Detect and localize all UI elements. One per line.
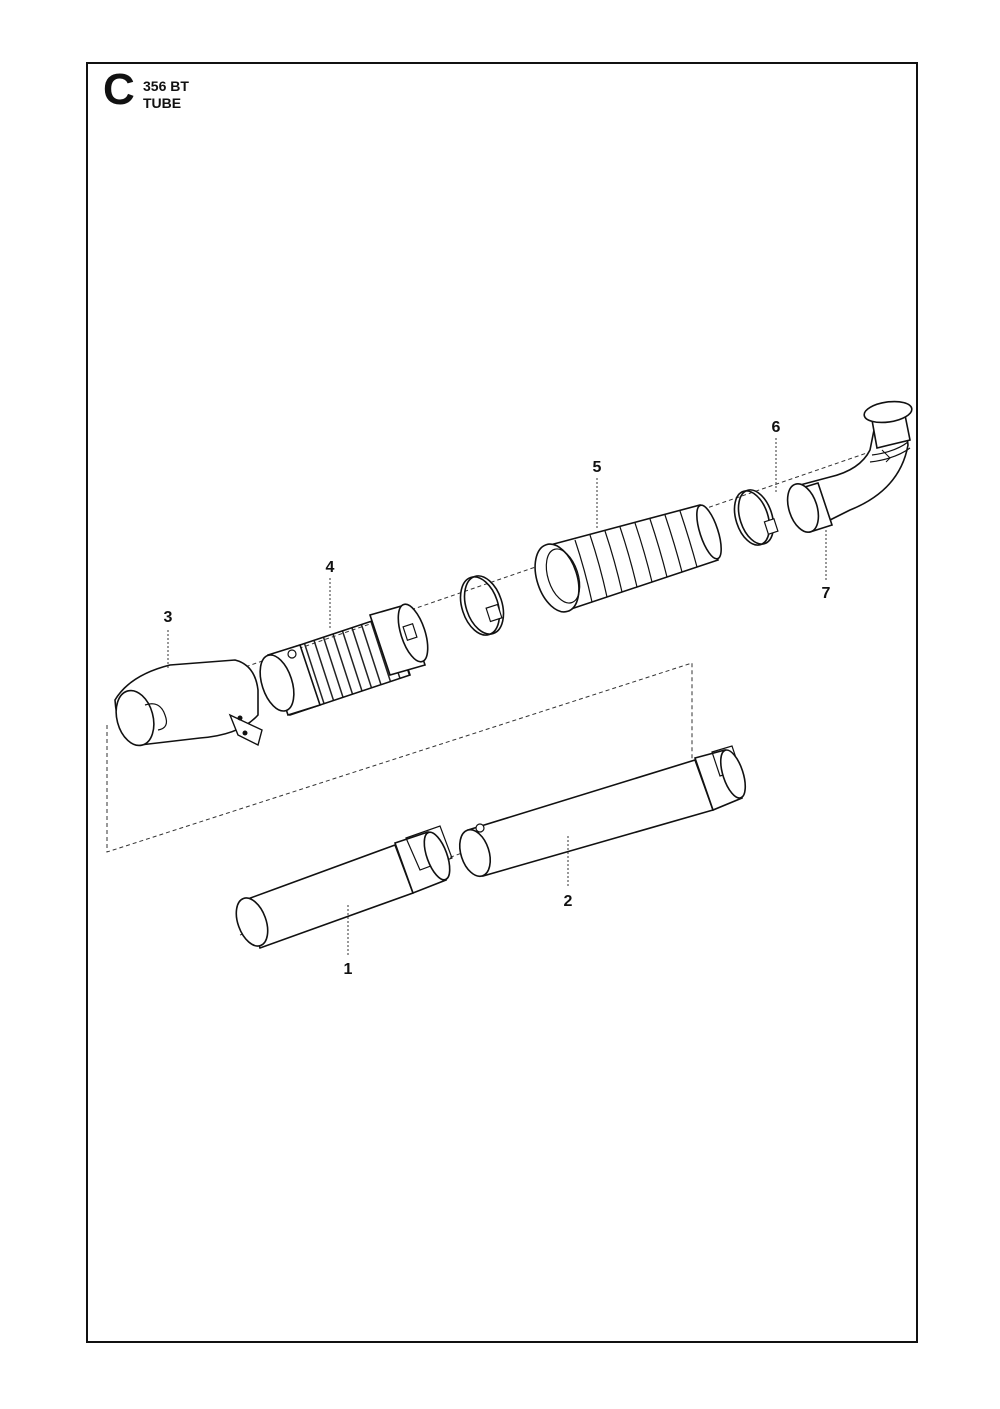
part-7-elbow <box>786 400 913 533</box>
part-1-tube <box>235 825 453 950</box>
callout-1: 1 <box>344 961 353 978</box>
alignment-box <box>106 662 693 853</box>
callout-3: 3 <box>164 609 173 626</box>
callout-6: 6 <box>772 419 781 436</box>
leader-lines <box>167 438 827 955</box>
part-6-clamp <box>733 489 779 546</box>
part-4-nozzle <box>259 603 429 717</box>
hose-clamp <box>459 575 505 636</box>
part-2-tube <box>458 745 747 878</box>
part-5-flex-hose <box>534 504 722 613</box>
callout-2: 2 <box>564 893 573 910</box>
callout-5: 5 <box>593 459 602 476</box>
section-letter: C <box>103 65 135 114</box>
part-3-bag <box>114 659 263 747</box>
model-label: 356 BT <box>143 78 189 94</box>
callout-7: 7 <box>822 585 831 602</box>
assembly-axis-line <box>119 444 891 711</box>
page-frame <box>86 62 918 1343</box>
section-title: TUBE <box>143 95 182 111</box>
callout-4: 4 <box>326 559 335 576</box>
